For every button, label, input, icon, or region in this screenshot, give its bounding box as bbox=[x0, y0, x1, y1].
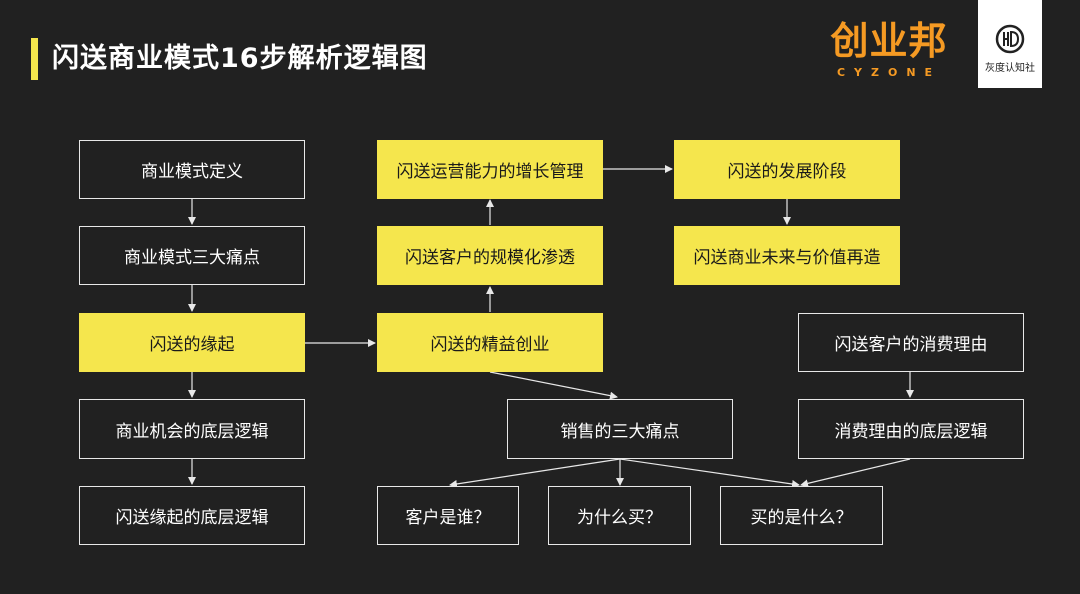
node-consumption-reason-logic: 消费理由的底层逻辑 bbox=[798, 399, 1024, 459]
node-business-model-definition: 商业模式定义 bbox=[79, 140, 305, 199]
huidu-logo: 灰度认知社 bbox=[978, 0, 1042, 88]
huidu-logo-icon bbox=[995, 24, 1025, 54]
node-origin-logic: 闪送缘起的底层逻辑 bbox=[79, 486, 305, 545]
node-business-model-pain-points: 商业模式三大痛点 bbox=[79, 226, 305, 285]
node-development-stages: 闪送的发展阶段 bbox=[674, 140, 900, 199]
node-sales-pain-points: 销售的三大痛点 bbox=[507, 399, 733, 459]
arrow-n11-n12 bbox=[449, 458, 621, 488]
page-title: 闪送商业模式16步解析逻辑图 bbox=[52, 43, 428, 74]
cyzone-logo: 创业邦 CYZONE bbox=[824, 18, 954, 80]
node-lean-startup: 闪送的精益创业 bbox=[377, 313, 603, 372]
node-why-buy: 为什么买？ bbox=[548, 486, 691, 545]
node-who-is-customer: 客户是谁？ bbox=[377, 486, 519, 545]
node-shansong-origin: 闪送的缘起 bbox=[79, 313, 305, 372]
cyzone-logo-cn: 创业邦 bbox=[830, 19, 948, 63]
node-future-value: 闪送商业未来与价值再造 bbox=[674, 226, 900, 285]
title-accent-bar bbox=[31, 38, 38, 80]
arrow-n11-n14 bbox=[619, 458, 800, 488]
cyzone-logo-en: CYZONE bbox=[836, 66, 942, 79]
huidu-logo-text: 灰度认知社 bbox=[985, 63, 1035, 74]
node-business-opportunity-logic: 商业机会的底层逻辑 bbox=[79, 399, 305, 459]
node-operations-growth: 闪送运营能力的增长管理 bbox=[377, 140, 603, 199]
arrow-n6-n11 bbox=[489, 371, 618, 400]
arrow-n16-n14 bbox=[800, 458, 911, 488]
node-what-buy: 买的是什么？ bbox=[720, 486, 883, 545]
node-customer-penetration: 闪送客户的规模化渗透 bbox=[377, 226, 603, 285]
node-consumption-reason: 闪送客户的消费理由 bbox=[798, 313, 1024, 372]
